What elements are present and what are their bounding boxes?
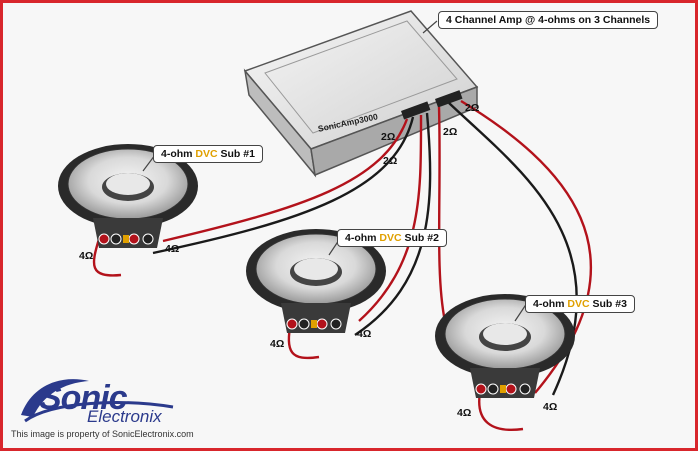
- ohm-ch-b: 2Ω: [381, 131, 396, 143]
- ohm-ch-c: 2Ω: [443, 126, 458, 138]
- ohm-sub2-left: 4Ω: [270, 338, 285, 350]
- ohm-ch-d: 2Ω: [383, 155, 398, 167]
- amplifier: [243, 10, 479, 178]
- ohm-sub3-left: 4Ω: [457, 407, 472, 419]
- sub3-callout-dvc: DVC: [567, 298, 590, 310]
- subwoofer-2: [246, 229, 386, 333]
- wiring-diagram: [21, 10, 593, 431]
- sub3-callout-prefix: 4-ohm: [533, 298, 568, 310]
- subwoofer-1: [58, 144, 198, 248]
- ohm-ch-a: 2Ω: [465, 102, 480, 114]
- ohm-sub1-left: 4Ω: [79, 250, 94, 262]
- sub2-callout-prefix: 4-ohm: [345, 232, 380, 244]
- sub2-callout-dvc: DVC: [379, 232, 402, 244]
- copyright-notice: This image is property of SonicElectroni…: [11, 429, 194, 439]
- ohm-sub2-right: 4Ω: [357, 328, 372, 340]
- sub1-callout-dvc: DVC: [195, 148, 218, 160]
- sub1-callout-prefix: 4-ohm: [161, 148, 196, 160]
- logo-wordmark: Sonic: [39, 379, 128, 417]
- sub3-callout-suffix: Sub #3: [589, 298, 627, 310]
- sonic-logo-swoosh-icon: [21, 379, 174, 423]
- ohm-sub3-right: 4Ω: [543, 401, 558, 413]
- sub2-callout-suffix: Sub #2: [401, 232, 439, 244]
- amp-callout-text: 4 Channel Amp @ 4-ohms on 3 Channels: [446, 14, 651, 26]
- subwoofer-3: [435, 294, 575, 398]
- sub1-callout: 4-ohm DVC Sub #1: [153, 145, 263, 163]
- amp-callout: 4 Channel Amp @ 4-ohms on 3 Channels: [438, 11, 659, 29]
- ohm-sub1-right: 4Ω: [165, 243, 180, 255]
- logo-subtitle: Electronix: [87, 407, 162, 426]
- sub3-callout: 4-ohm DVC Sub #3: [525, 295, 635, 313]
- sub1-callout-suffix: Sub #1: [217, 148, 255, 160]
- sub2-callout: 4-ohm DVC Sub #2: [337, 229, 447, 247]
